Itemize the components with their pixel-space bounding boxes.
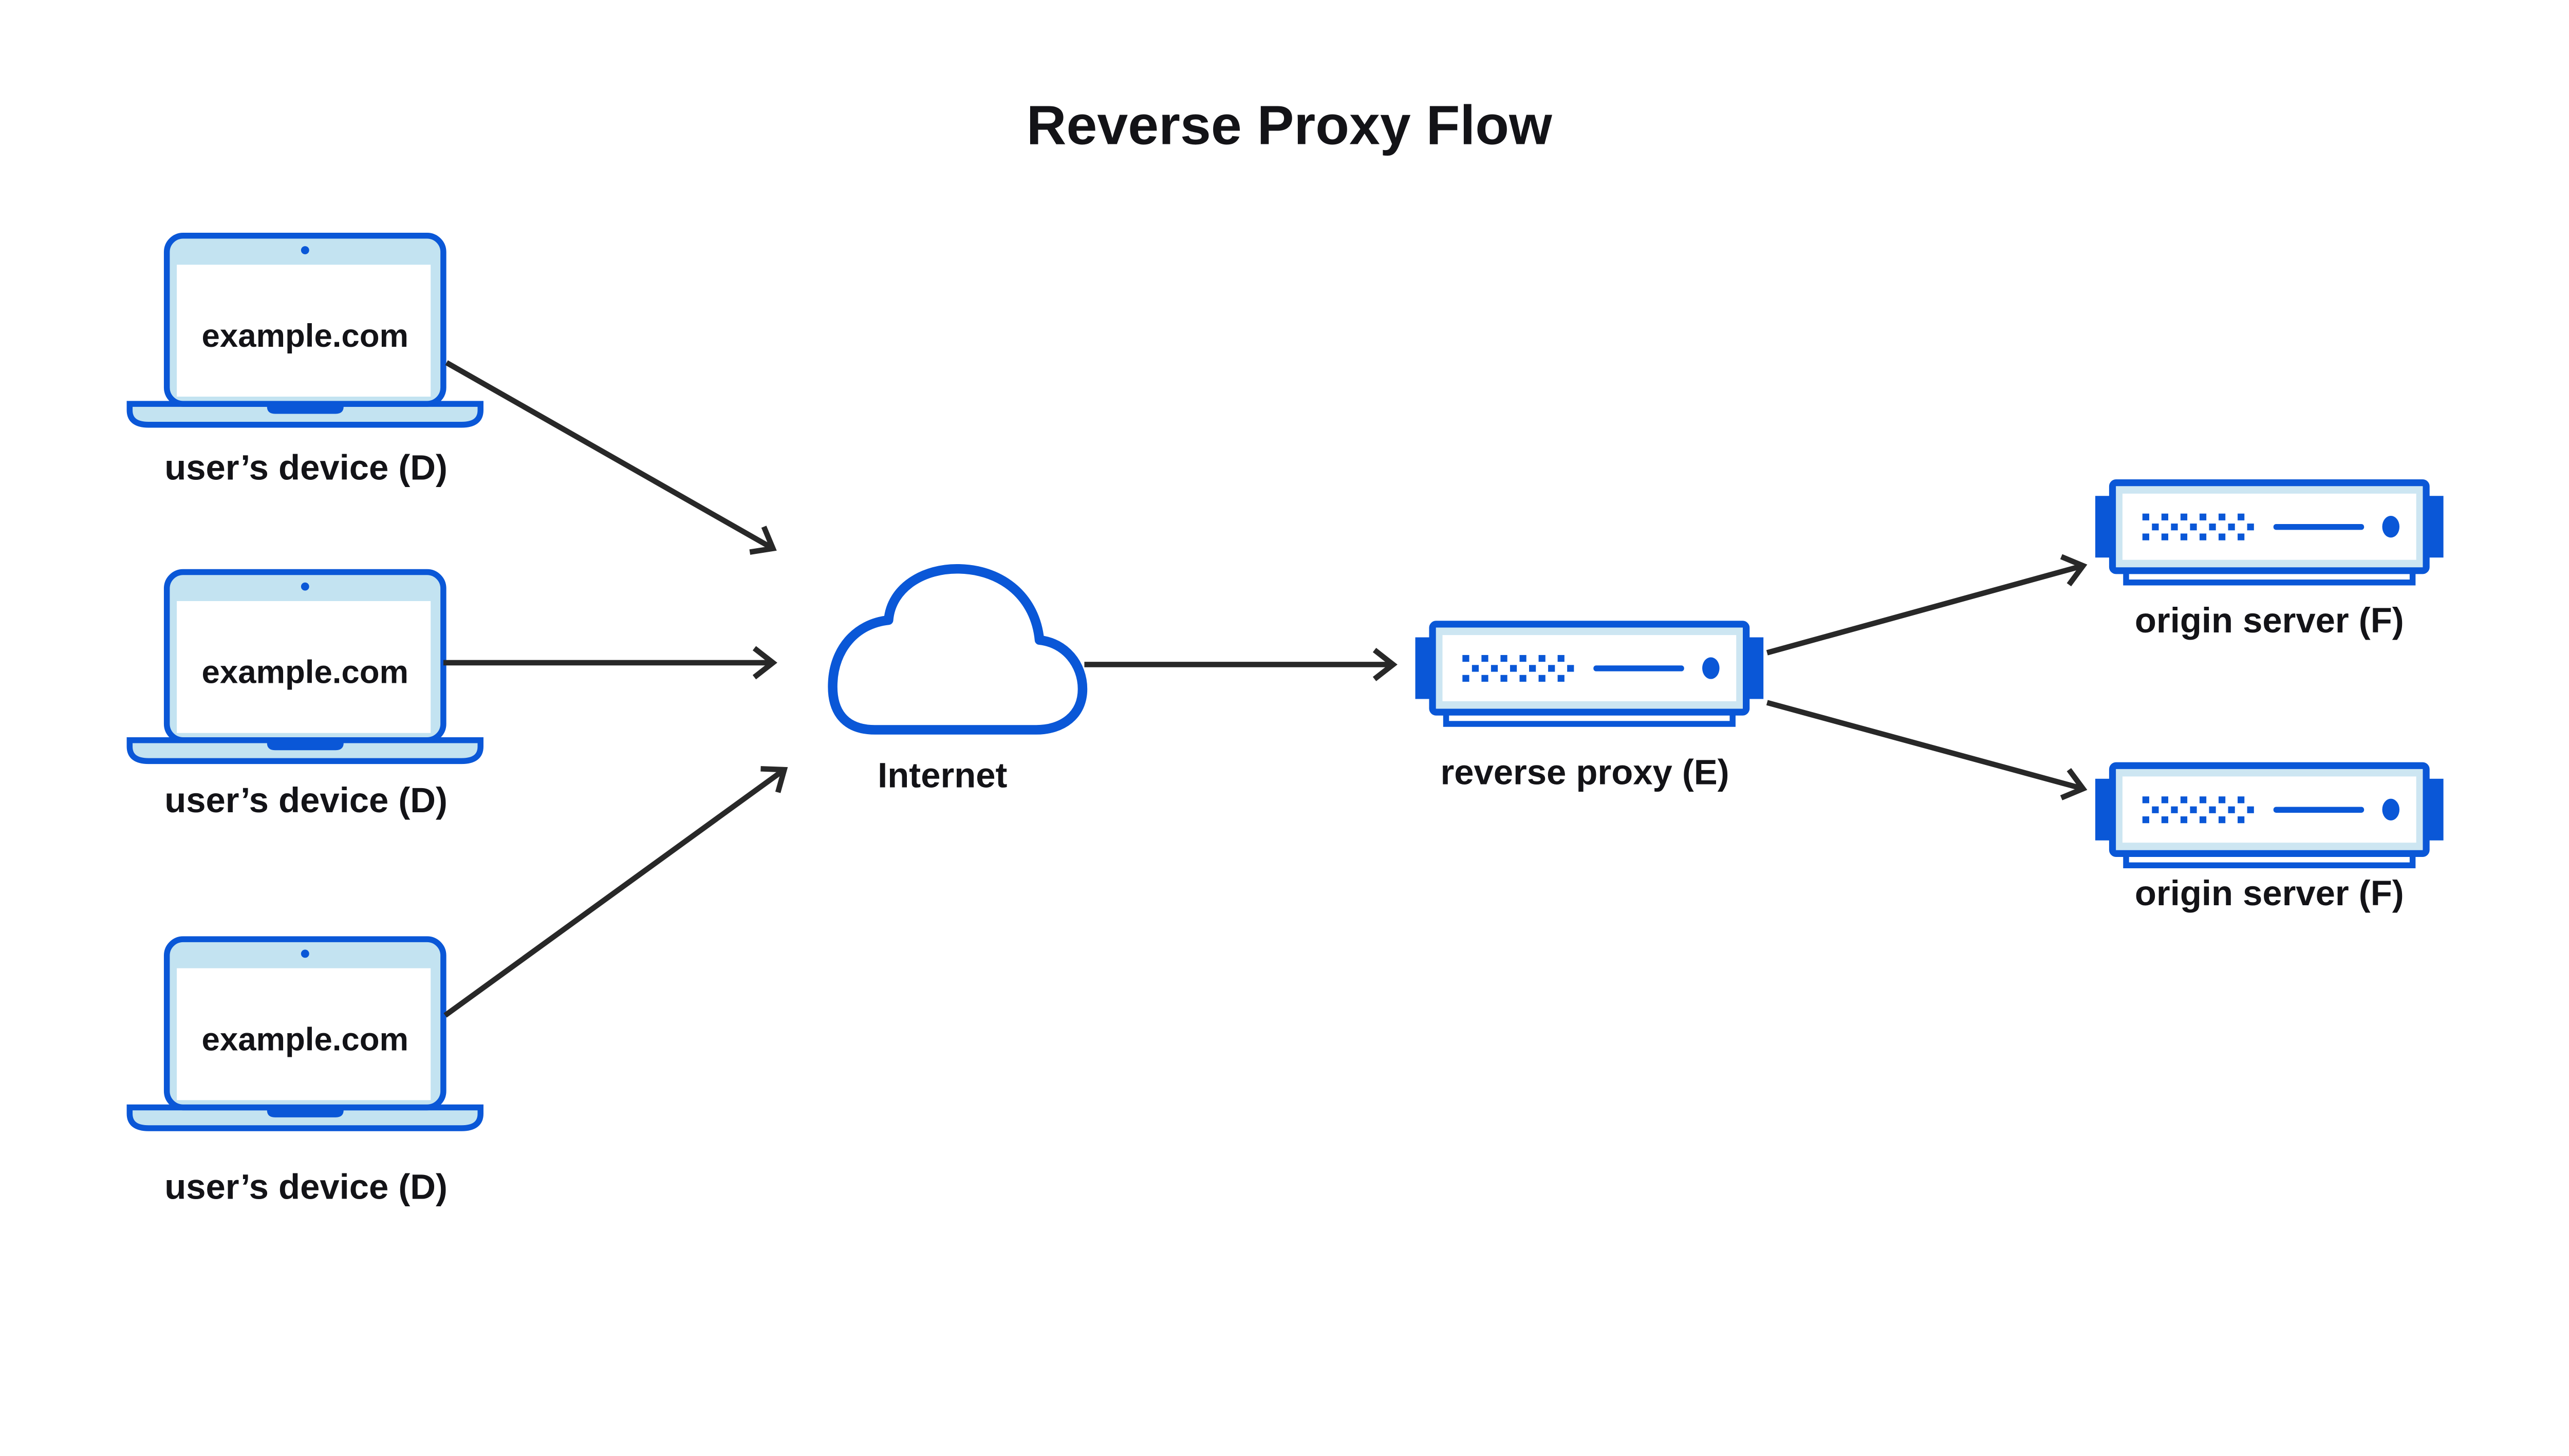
device-caption: user’s device (D) xyxy=(164,1167,448,1207)
device-screen-label: example.com xyxy=(202,318,408,354)
device-screen-label: example.com xyxy=(202,1021,408,1057)
device-caption: user’s device (D) xyxy=(164,447,448,487)
internet-caption: Internet xyxy=(878,756,1007,795)
server-icon xyxy=(2095,766,2444,865)
node-internet: Internet xyxy=(828,564,1088,795)
node-user-device-2: example.com user’s device (D) xyxy=(129,572,480,820)
arrow-internet-to-proxy xyxy=(1084,648,1398,681)
node-origin-server-1: origin server (F) xyxy=(2095,483,2444,640)
arrow-device1-to-internet xyxy=(445,360,777,555)
server-icon xyxy=(2095,483,2444,583)
server-icon xyxy=(1416,624,1764,724)
diagram-title: Reverse Proxy Flow xyxy=(1027,95,1552,156)
node-origin-server-2: origin server (F) xyxy=(2095,766,2444,913)
arrow-proxy-to-origin1 xyxy=(1766,554,2088,656)
cloud-icon xyxy=(828,564,1088,735)
arrow-proxy-to-origin2 xyxy=(1766,700,2088,800)
arrow-device3-to-internet xyxy=(443,766,788,1018)
device-screen-label: example.com xyxy=(202,654,408,690)
arrow-device2-to-internet xyxy=(443,646,777,680)
node-user-device-3: example.com user’s device (D) xyxy=(129,939,480,1207)
origin-server-caption: origin server (F) xyxy=(2135,601,2404,640)
diagram-page: Reverse Proxy Flow example.com user’s de… xyxy=(126,94,2447,1207)
node-reverse-proxy: reverse proxy (E) xyxy=(1416,624,1764,792)
reverse-proxy-caption: reverse proxy (E) xyxy=(1440,752,1729,792)
device-caption: user’s device (D) xyxy=(164,780,448,820)
reverse-proxy-flow-diagram: Reverse Proxy Flow example.com user’s de… xyxy=(126,94,2447,1207)
origin-server-caption: origin server (F) xyxy=(2135,873,2404,913)
node-user-device-1: example.com user’s device (D) xyxy=(129,236,480,487)
